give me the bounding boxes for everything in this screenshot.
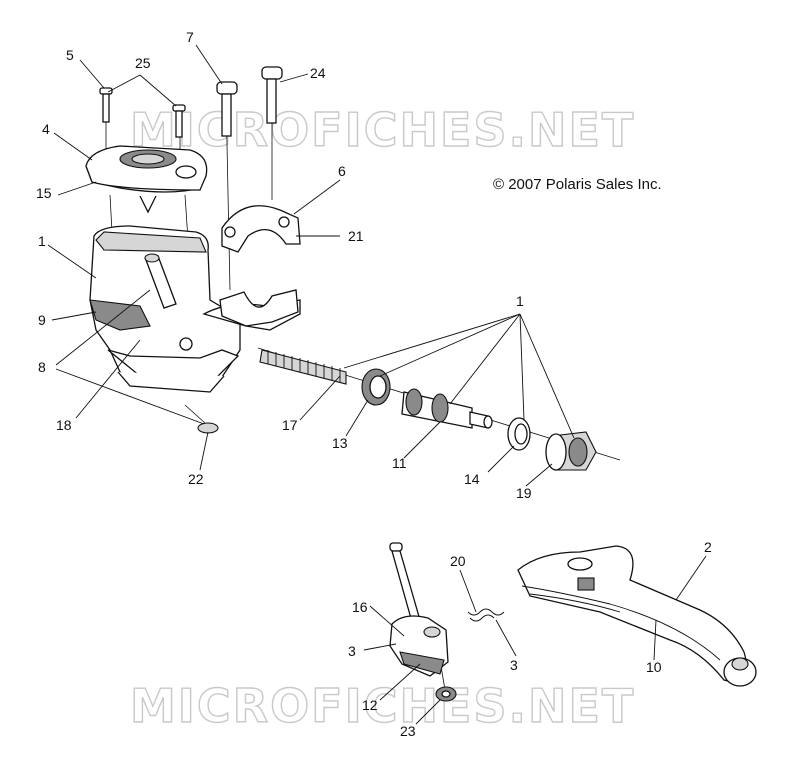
callout-labels: 5 25 7 24 4 15 6 21 1 9 8 18 22 1 17 13 … — [36, 29, 712, 739]
callout-8: 8 — [38, 359, 46, 375]
watermark-bottom: MICROFICHES.NET — [130, 679, 635, 733]
callout-1-kit: 1 — [516, 293, 524, 309]
leader-lines — [47, 44, 707, 725]
pivot-pin-part-16 — [389, 542, 421, 623]
callout-3-left: 3 — [348, 643, 356, 659]
callout-19: 19 — [516, 485, 532, 501]
boot-part-19 — [545, 431, 597, 471]
adjuster-part-3 — [389, 615, 449, 677]
callout-6: 6 — [338, 163, 346, 179]
callout-15: 15 — [36, 185, 52, 201]
pin-part-8 — [144, 253, 177, 309]
washer-part-14 — [507, 417, 531, 451]
callout-20: 20 — [450, 553, 466, 569]
callout-14: 14 — [464, 471, 480, 487]
clamp-lower-saddle — [219, 289, 299, 327]
callout-10: 10 — [646, 659, 662, 675]
callout-11: 11 — [392, 455, 407, 471]
clip-part-22 — [197, 422, 219, 434]
callout-4: 4 — [42, 121, 50, 137]
callout-7: 7 — [186, 29, 194, 45]
washer-part-23 — [435, 686, 457, 702]
callout-3-right: 3 — [510, 657, 518, 673]
callout-2: 2 — [704, 539, 712, 555]
screw-part-5 — [99, 87, 113, 123]
callout-16: 16 — [352, 599, 368, 615]
spring-part-17 — [259, 349, 347, 385]
brake-lever-part-2 — [517, 545, 757, 687]
spring-clip-part-20 — [467, 608, 505, 622]
callout-22: 22 — [188, 471, 204, 487]
callout-5: 5 — [66, 47, 74, 63]
piston-part-11 — [401, 388, 493, 429]
seal-part-13 — [361, 368, 391, 406]
clamp-part-6 — [221, 205, 301, 253]
callout-25: 25 — [135, 55, 151, 71]
callout-13: 13 — [332, 435, 348, 451]
callout-21: 21 — [348, 228, 364, 244]
callout-17: 17 — [282, 417, 298, 433]
callout-12: 12 — [362, 697, 378, 713]
watermark-top: MICROFICHES.NET — [130, 103, 635, 157]
callout-9: 9 — [38, 312, 46, 328]
screw-part-25 — [172, 104, 186, 138]
bolt-part-24 — [261, 66, 283, 124]
bolt-part-7 — [216, 81, 238, 137]
callout-18: 18 — [56, 417, 72, 433]
reservoir-cover-part-4 — [85, 145, 208, 214]
copyright-text: © 2007 Polaris Sales Inc. — [493, 176, 662, 193]
callout-24: 24 — [310, 65, 326, 81]
callout-23: 23 — [400, 723, 416, 739]
callout-1-body: 1 — [38, 233, 46, 249]
